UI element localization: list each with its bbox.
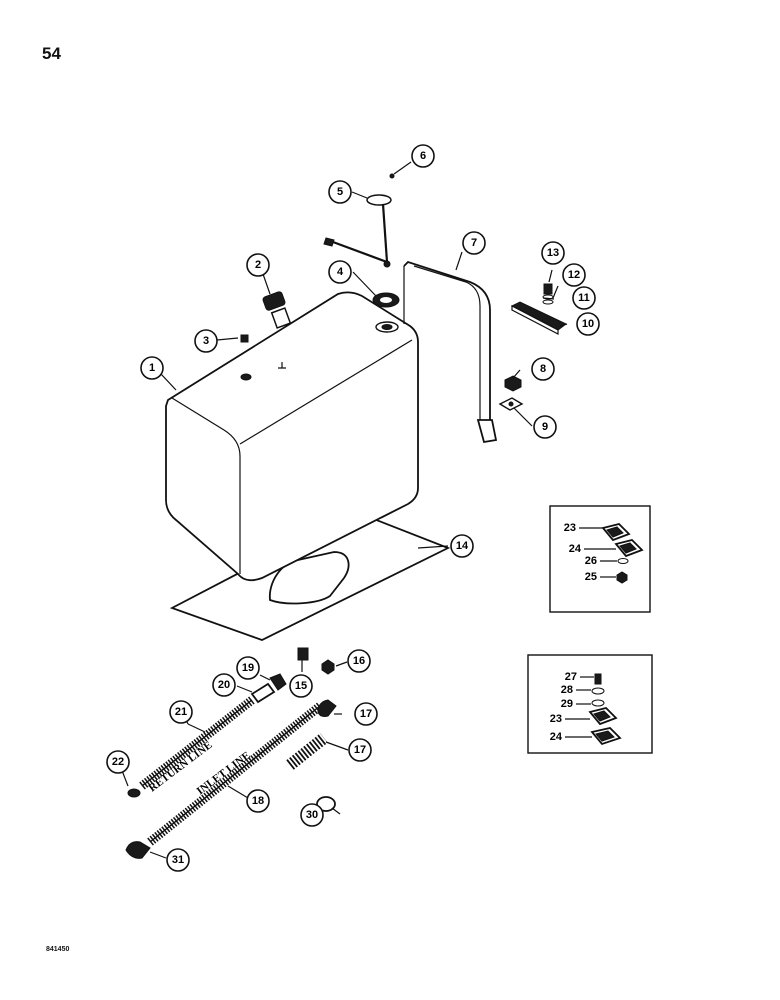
svg-text:7: 7	[471, 237, 477, 249]
inset_a-label-24: 24	[569, 543, 582, 555]
callout-7: 7	[462, 231, 486, 255]
callout-17: 17	[348, 738, 372, 762]
svg-text:18: 18	[252, 795, 264, 807]
svg-text:31: 31	[172, 854, 184, 866]
inlet-line-hose	[125, 699, 337, 859]
callout-8: 8	[531, 357, 555, 381]
svg-text:22: 22	[112, 756, 124, 768]
callout-2: 2	[246, 253, 270, 277]
strap-nut-washer	[498, 375, 524, 411]
inset_b-label-28: 28	[561, 684, 573, 696]
callout-30: 30	[300, 803, 324, 827]
svg-text:1: 1	[149, 362, 155, 374]
callout-4: 4	[328, 260, 352, 284]
inset_a-label-26: 26	[585, 555, 597, 567]
callout-31: 31	[166, 848, 190, 872]
callout-20: 20	[212, 673, 236, 697]
svg-text:14: 14	[456, 540, 469, 552]
strap-bracket	[510, 283, 567, 335]
svg-text:15: 15	[295, 680, 307, 692]
inset_a-label-25: 25	[585, 571, 597, 583]
callout-10: 10	[576, 312, 600, 336]
spring-guard	[286, 733, 328, 770]
callout-18: 18	[246, 789, 270, 813]
callout-15: 15	[289, 674, 313, 698]
callout-3: 3	[194, 329, 218, 353]
tank-strap	[403, 260, 498, 444]
inset_a-label-23: 23	[564, 522, 576, 534]
page-number: 54	[42, 44, 61, 63]
callout-11: 11	[572, 286, 596, 310]
svg-text:17: 17	[354, 744, 366, 756]
svg-text:8: 8	[540, 363, 546, 375]
callout-21: 21	[169, 700, 193, 724]
svg-text:30: 30	[306, 809, 318, 821]
svg-text:9: 9	[542, 421, 548, 433]
drawing-code: 841450	[46, 946, 70, 953]
svg-text:2: 2	[255, 259, 261, 271]
callout-9: 9	[533, 415, 557, 439]
inset_b-label-29: 29	[561, 698, 573, 710]
svg-text:10: 10	[582, 318, 594, 330]
callout-16: 16	[347, 649, 371, 673]
svg-text:17: 17	[360, 708, 372, 720]
svg-text:11: 11	[578, 292, 590, 304]
svg-text:4: 4	[337, 266, 344, 278]
hose-clamp	[316, 796, 341, 815]
svg-text:5: 5	[337, 186, 343, 198]
inset_b-label-27: 27	[565, 671, 577, 683]
callout-19: 19	[236, 656, 260, 680]
callout-13: 13	[541, 241, 565, 265]
filler-cap	[262, 291, 292, 329]
svg-text:3: 3	[203, 335, 209, 347]
fuel-tank	[165, 291, 419, 582]
drain-plug	[240, 334, 249, 343]
callout-1: 1	[140, 356, 164, 380]
svg-text:16: 16	[353, 655, 365, 667]
inset_b-label-23: 23	[550, 713, 562, 725]
return-elbow-fittings	[250, 673, 287, 704]
svg-text:12: 12	[568, 269, 580, 281]
svg-text:13: 13	[547, 247, 559, 259]
callout-17: 17	[354, 702, 378, 726]
fuel-sender	[323, 173, 395, 268]
leader-lines	[120, 161, 568, 859]
callout-12: 12	[562, 263, 586, 287]
svg-text:19: 19	[242, 662, 254, 674]
tank-outlet-fittings	[297, 647, 335, 675]
callouts: 1234567891011121314151617192021221817303…	[106, 144, 600, 872]
inset_b-label-24: 24	[550, 731, 563, 743]
svg-text:6: 6	[420, 150, 426, 162]
return-line-hose	[127, 696, 255, 798]
svg-text:20: 20	[218, 679, 230, 691]
callout-6: 6	[411, 144, 435, 168]
callout-14: 14	[450, 534, 474, 558]
callout-5: 5	[328, 180, 352, 204]
svg-text:21: 21	[175, 706, 187, 718]
callout-22: 22	[106, 750, 130, 774]
gasket	[372, 292, 400, 308]
